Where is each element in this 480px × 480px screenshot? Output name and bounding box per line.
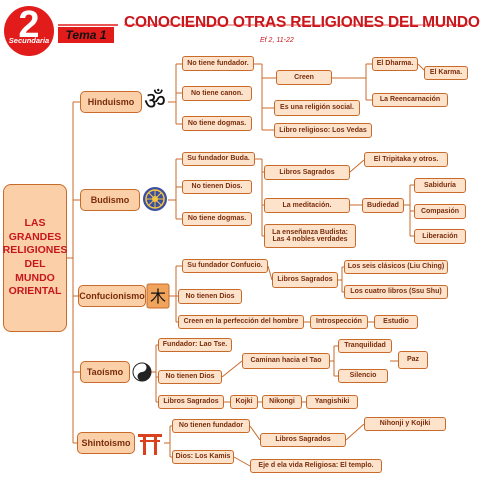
shinto-libros: Libros Sagrados [260, 433, 346, 447]
religion-hinduismo: Hinduismo [80, 91, 142, 113]
tao-libros: Libros Sagrados [158, 395, 224, 409]
hindu-no-canon: No tiene canon. [182, 86, 252, 101]
page-title: CONOCIENDO OTRAS RELIGIONES DEL MUNDO [124, 14, 480, 31]
budismo-no-dogmas: No tiene dogmas. [182, 212, 252, 226]
budismo-fundador: Su fundador Buda. [182, 152, 255, 166]
root-line: MUNDO [15, 271, 55, 284]
torii-gate-icon [138, 434, 162, 455]
hindu-dharma: El Dharma. [372, 57, 418, 71]
tao-no-dios: No tienen Dios [158, 370, 222, 384]
badge-label: Secundaria [8, 36, 50, 45]
shinto-dios: Dios: Los Kamis [172, 450, 234, 464]
budismo-liberacion: Liberación [414, 229, 466, 244]
tao-tranquilidad: Tranquilidad [338, 339, 392, 353]
confucio-introspeccion: Introspección [310, 315, 368, 329]
budismo-libros: Libros Sagrados [264, 165, 350, 180]
verdades-line: Las 4 nobles verdades [272, 236, 348, 243]
verdades-line: La enseñanza Budista: [272, 228, 348, 236]
confucio-perfeccion: Creen en la perfección del hombre [178, 315, 304, 329]
hindu-vedas: Libro religioso: Los Vedas [274, 123, 372, 138]
religion-taoismo: Taoísmo [80, 361, 130, 383]
hindu-no-dogmas: No tiene dogmas. [182, 116, 252, 131]
tao-yangishiki: Yangishiki [306, 395, 358, 409]
confucio-clasicos: Los seis clásicos (Liu Ching) [344, 260, 448, 274]
root-line: ORIENTAL [8, 285, 62, 298]
budismo-tripitaka: El Tripitaka y otros. [364, 152, 448, 167]
confucio-libros: Libros Sagrados [272, 272, 338, 288]
tao-silencio: Silencio [338, 369, 388, 383]
yin-yang-icon [132, 362, 152, 382]
tao-kojiki: Kojki [230, 395, 258, 409]
budismo-meditacion: La meditación. [264, 198, 350, 213]
shinto-nihonji-kojiki: Nihonji y Kojiki [364, 417, 446, 431]
confucio-cuatro-libros: Los cuatro libros (Ssu Shu) [344, 285, 448, 299]
tao-fundador: Fundador: Lao Tse. [158, 338, 232, 352]
confucio-fundador: Su fundador Confucio. [182, 259, 268, 273]
tao-paz: Paz [398, 351, 428, 369]
hindu-reencarnacion: La Reencarnación [372, 93, 448, 107]
budismo-nobles-verdades: La enseñanza Budista:Las 4 nobles verdad… [264, 224, 356, 248]
tao-nikongi: Nikongi [262, 395, 302, 409]
religion-confucionismo: Confucionismo [78, 285, 146, 307]
shinto-templo: Eje d ela vida Religiosa: El templo. [250, 459, 382, 473]
root-line: RELIGIONES [2, 244, 68, 257]
grade-badge: 2 Secundaria [4, 4, 54, 56]
confucio-estudio: Estudio [374, 315, 418, 329]
root-line: LAS [24, 217, 46, 230]
hindu-creen: Creen [276, 70, 332, 85]
hindu-no-fundador: No tiene fundador. [182, 56, 254, 71]
bible-reference: Ef 2, 11-22 [260, 37, 294, 44]
hindu-karma: El Karma. [424, 66, 468, 80]
religion-budismo: Budismo [80, 189, 140, 211]
badge-number: 2 [18, 4, 40, 46]
title-underline [58, 24, 468, 26]
dharma-wheel-icon [143, 187, 167, 211]
shinto-no-fundador: No tienen fundador [172, 419, 250, 433]
tao-camino: Caminan hacia el Tao [242, 353, 330, 369]
root-line: DEL [24, 258, 46, 270]
root-line: GRANDES [8, 230, 62, 243]
svg-text:木: 木 [150, 287, 166, 306]
confucian-symbol-icon: 木 [146, 283, 170, 309]
budismo-sabiduria: Sabiduría [414, 178, 466, 193]
religion-shintoismo: Shintoismo [77, 432, 135, 454]
tema-label: Tema 1 [58, 27, 114, 43]
om-icon: ॐ [144, 87, 166, 115]
budismo-no-dioses: No tienen Dios. [182, 180, 252, 194]
budismo-compasion: Compasión [414, 204, 466, 219]
root-node: LAS GRANDES RELIGIONES DEL MUNDO ORIENTA… [3, 184, 67, 332]
hindu-social: Es una religión social. [274, 100, 360, 116]
confucio-no-dios: No tienen Dios [178, 289, 242, 304]
svg-text:ॐ: ॐ [144, 87, 166, 115]
budismo-budiedad: Budiedad [362, 198, 404, 213]
